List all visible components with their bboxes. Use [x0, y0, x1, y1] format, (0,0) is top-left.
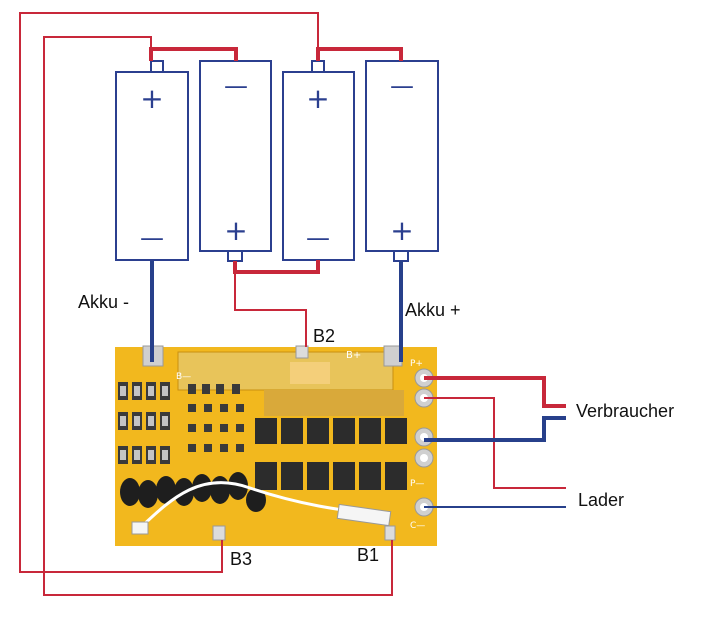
cell-4-top-sign: — — [390, 72, 414, 100]
wire-cell2-cell3 — [233, 260, 320, 274]
label-b1: B1 — [357, 545, 380, 565]
label-akku-plus: Akku + — [405, 300, 461, 320]
wire-lader-plus — [424, 397, 566, 489]
wire-b3 — [19, 12, 319, 573]
silk-b-minus: B— — [176, 372, 191, 382]
cell-2-bottom-sign: + — [224, 214, 247, 247]
label-b3: B3 — [230, 549, 253, 569]
label-akku-minus: Akku - — [78, 292, 130, 312]
label-lader: Lader — [578, 490, 625, 510]
silk-b-plus: B+ — [346, 350, 361, 361]
label-b2: B2 — [313, 326, 336, 346]
silk-p-plus: P+ — [410, 359, 423, 369]
silk-p-minus: P— — [410, 479, 424, 489]
cell-4-bottom-sign: + — [390, 214, 413, 247]
wire-b1 — [43, 36, 393, 596]
wire-verbraucher-plus — [424, 376, 566, 408]
cell-3-top-sign: + — [306, 82, 329, 115]
mosfet-row-top — [255, 418, 407, 444]
bms-board: B— B+ P+ P— C— — [115, 345, 437, 546]
cell-1: + — — [115, 60, 189, 261]
red-thin-wires — [19, 12, 566, 596]
cell-3-bottom-sign: — — [306, 224, 330, 252]
cell-2-top-sign: — — [224, 72, 248, 100]
red-wires — [149, 47, 403, 274]
silk-c-minus: C— — [410, 521, 425, 531]
wire-cell1-cell2 — [149, 47, 238, 61]
cell-2: — + — [199, 60, 272, 262]
cell-1-top-sign: + — [140, 82, 163, 115]
mosfet-row-bottom — [255, 462, 407, 490]
wire-b2 — [234, 272, 307, 347]
cell-3: + — — [282, 60, 355, 261]
label-verbraucher: Verbraucher — [576, 401, 675, 421]
cell-1-bottom-sign: — — [140, 224, 164, 252]
blue-wires — [150, 261, 566, 508]
wire-verbraucher-minus — [424, 416, 566, 442]
cell-4: — + — [365, 60, 439, 262]
wire-cell3-cell4 — [316, 47, 403, 61]
